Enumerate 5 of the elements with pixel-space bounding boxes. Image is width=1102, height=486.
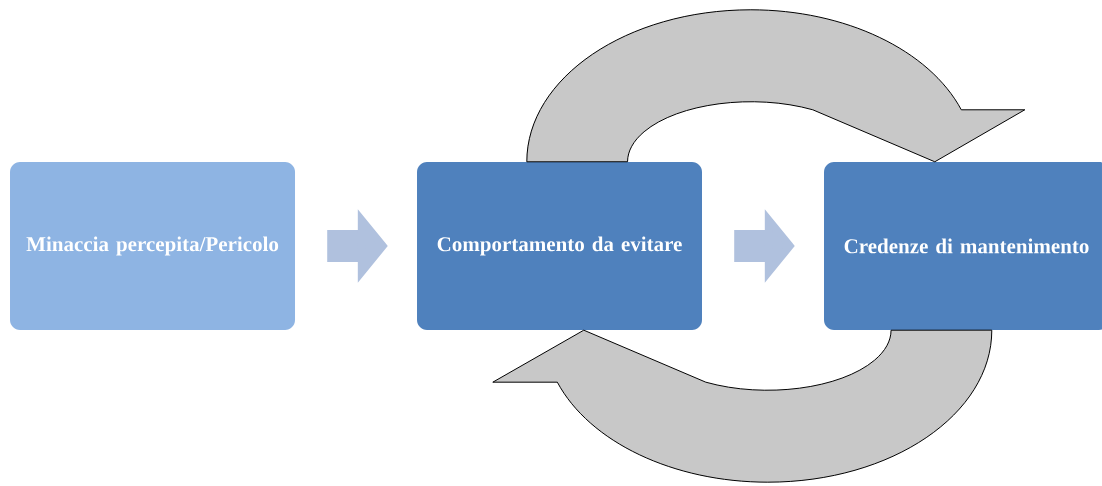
process-box: Credenze di mantenimento [824, 162, 1102, 330]
process-box: Minaccia percepita/Pericolo [10, 162, 295, 330]
process-box: Comportamento da evitare [417, 162, 702, 330]
curved-arrow [526, 9, 1026, 163]
curved-arrow [492, 329, 993, 483]
